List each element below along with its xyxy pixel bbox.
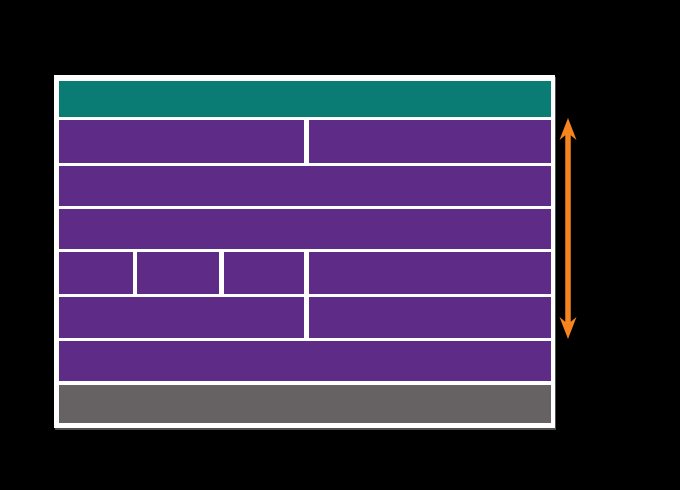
row-5-cell-4 [309,252,551,294]
row-1-header-band-bar [59,81,551,117]
row-3-bar [59,166,551,206]
row-5-cell-3 [224,252,304,294]
arrowhead-up [559,118,577,140]
row-2-cell-2 [309,120,551,163]
row-4-bar [59,209,551,249]
row-6-cell-2 [309,297,551,338]
row-5-cell-1 [59,252,133,294]
arrow-shaft [565,133,571,324]
row-2-cell-1 [59,120,304,163]
row-6-cell-1 [59,297,304,338]
row-8-footer-band-bar [59,385,551,423]
row-7-bar [59,341,551,381]
row-5-cell-2 [137,252,219,294]
arrowhead-down [559,317,577,339]
